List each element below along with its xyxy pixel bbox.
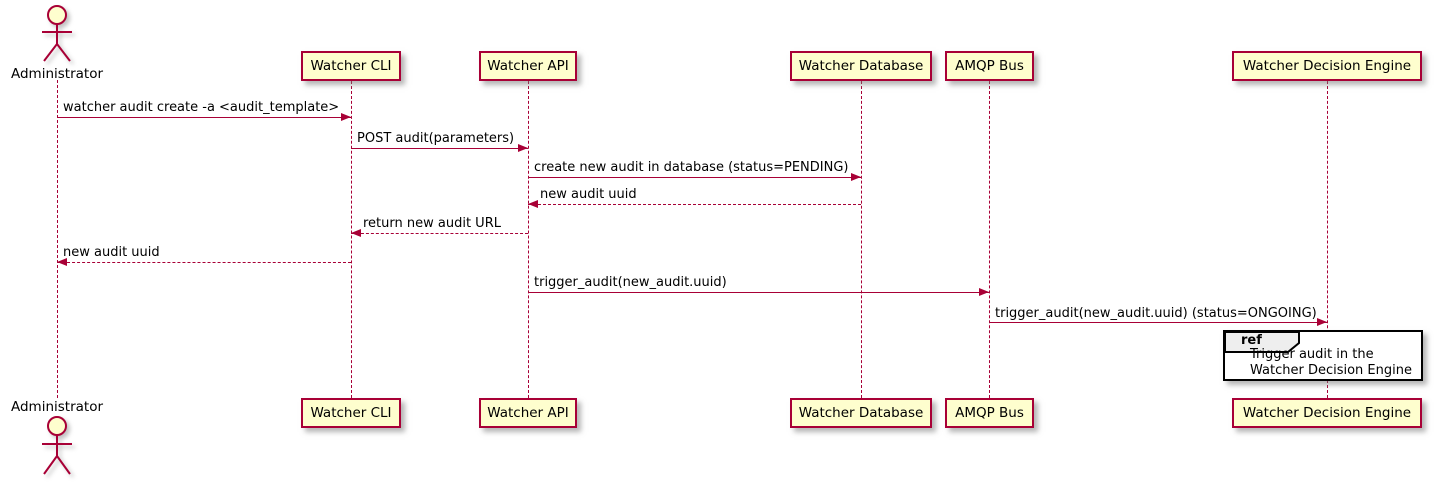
actor-label-top: Administrator xyxy=(10,66,104,82)
participant-watcher-api-top: Watcher API xyxy=(479,51,577,81)
arrowhead-left-icon xyxy=(57,258,67,266)
person-icon xyxy=(42,5,72,62)
message-line xyxy=(528,292,989,293)
participant-watcher-database-top: Watcher Database xyxy=(790,51,932,81)
ref-header-pentagon-icon xyxy=(1224,331,1300,353)
ref-fragment: ref Trigger audit in the Watcher Decisio… xyxy=(1223,330,1423,381)
message-label: create new audit in database (status=PEN… xyxy=(534,160,849,175)
participant-label: Watcher API xyxy=(487,58,569,74)
lifeline-watcher-cli xyxy=(351,81,352,398)
participant-watcher-api-bottom: Watcher API xyxy=(479,398,577,428)
ref-text-line1: Trigger audit in the xyxy=(1250,347,1374,362)
participant-label: AMQP Bus xyxy=(955,58,1024,74)
participant-label: Watcher CLI xyxy=(310,405,392,421)
participant-watcher-decision-engine-bottom: Watcher Decision Engine xyxy=(1232,398,1422,428)
arrowhead-right-icon xyxy=(518,144,528,152)
message-line xyxy=(351,233,528,234)
message-line xyxy=(528,177,861,178)
participant-label: AMQP Bus xyxy=(955,405,1024,421)
arrowhead-right-icon xyxy=(341,113,351,121)
message-label: new audit uuid xyxy=(63,245,160,260)
message-line xyxy=(989,322,1327,323)
arrowhead-right-icon xyxy=(851,173,861,181)
arrowhead-left-icon xyxy=(528,200,538,208)
lifeline-watcher-decision-engine xyxy=(1327,81,1328,398)
ref-text-line2: Watcher Decision Engine xyxy=(1250,363,1412,378)
participant-watcher-database-bottom: Watcher Database xyxy=(790,398,932,428)
message-label: trigger_audit(new_audit.uuid) xyxy=(534,275,727,290)
arrowhead-right-icon xyxy=(1317,318,1327,326)
participant-watcher-decision-engine-top: Watcher Decision Engine xyxy=(1232,51,1422,81)
message-label: trigger_audit(new_audit.uuid) (status=ON… xyxy=(995,306,1317,321)
message-line xyxy=(57,262,351,263)
lifeline-watcher-api xyxy=(528,81,529,398)
lifeline-administrator xyxy=(57,80,58,398)
message-line xyxy=(351,148,528,149)
message-label: new audit uuid xyxy=(540,187,637,202)
participant-label: Watcher API xyxy=(487,405,569,421)
ref-keyword: ref xyxy=(1241,333,1262,348)
participant-label: Watcher Decision Engine xyxy=(1242,58,1412,74)
participant-watcher-cli-bottom: Watcher CLI xyxy=(301,398,401,428)
lifeline-amqp-bus xyxy=(989,81,990,398)
message-label: return new audit URL xyxy=(363,216,501,231)
participant-amqp-bus-top: AMQP Bus xyxy=(945,51,1034,81)
message-line xyxy=(57,117,351,118)
message-label: POST audit(parameters) xyxy=(357,131,515,146)
actor-label-bottom: Administrator xyxy=(10,399,104,415)
participant-label: Watcher Decision Engine xyxy=(1242,405,1412,421)
message-label: watcher audit create -a <audit_template> xyxy=(63,100,340,115)
lifeline-watcher-database xyxy=(861,81,862,398)
arrowhead-left-icon xyxy=(351,229,361,237)
message-line xyxy=(528,204,861,205)
arrowhead-right-icon xyxy=(979,288,989,296)
participant-amqp-bus-bottom: AMQP Bus xyxy=(945,398,1034,428)
person-icon xyxy=(42,416,72,475)
participant-label: Watcher Database xyxy=(798,405,924,421)
participant-watcher-cli-top: Watcher CLI xyxy=(301,51,401,81)
participant-label: Watcher Database xyxy=(798,58,924,74)
participant-label: Watcher CLI xyxy=(310,58,392,74)
